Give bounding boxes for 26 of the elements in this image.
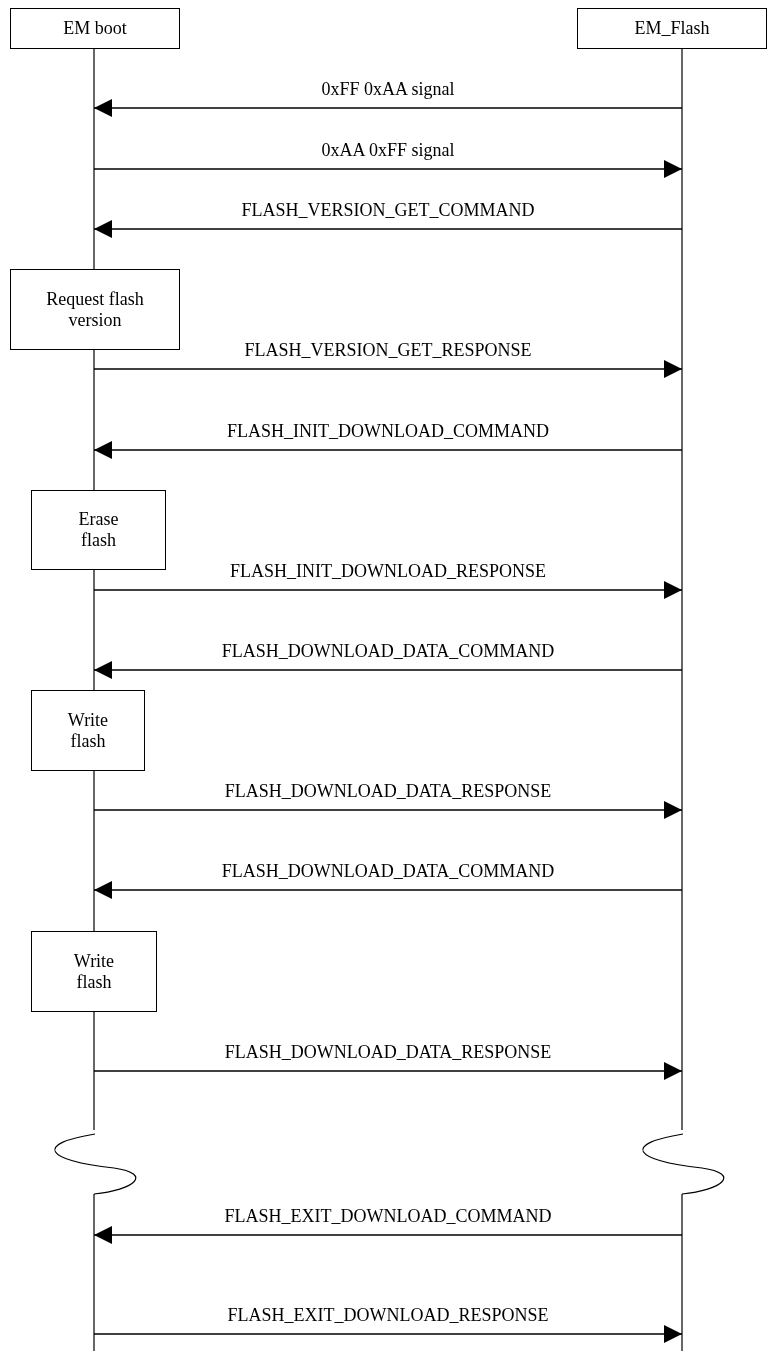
message-label: FLASH_VERSION_GET_COMMAND xyxy=(239,200,537,220)
message-label: FLASH_INIT_DOWNLOAD_RESPONSE xyxy=(228,561,548,581)
lifeline-head: EM boot xyxy=(10,8,180,49)
message-label: 0xAA 0xFF signal xyxy=(319,140,457,160)
message-arrow xyxy=(93,360,683,378)
message-arrow xyxy=(93,220,683,238)
message-arrow xyxy=(93,160,683,178)
message-label: FLASH_EXIT_DOWNLOAD_COMMAND xyxy=(222,1206,554,1226)
message-label: FLASH_DOWNLOAD_DATA_COMMAND xyxy=(219,641,557,661)
message-arrow xyxy=(93,1325,683,1343)
message-arrow xyxy=(93,881,683,899)
message-label: FLASH_DOWNLOAD_DATA_RESPONSE xyxy=(222,1042,554,1062)
message-label: FLASH_DOWNLOAD_DATA_RESPONSE xyxy=(222,781,554,801)
message-arrow xyxy=(93,581,683,599)
message-arrow xyxy=(93,1062,683,1080)
message-arrow xyxy=(93,1226,683,1244)
message-label: FLASH_INIT_DOWNLOAD_COMMAND xyxy=(225,421,551,441)
message-label: FLASH_EXIT_DOWNLOAD_RESPONSE xyxy=(225,1305,551,1325)
message-arrow xyxy=(93,441,683,459)
lifeline-head: EM_Flash xyxy=(577,8,767,49)
message-arrow xyxy=(93,99,683,117)
message-label: FLASH_DOWNLOAD_DATA_COMMAND xyxy=(219,861,557,881)
message-arrow xyxy=(93,801,683,819)
message-label: FLASH_VERSION_GET_RESPONSE xyxy=(242,340,534,360)
message-label: 0xFF 0xAA signal xyxy=(319,79,457,99)
message-arrow xyxy=(93,661,683,679)
